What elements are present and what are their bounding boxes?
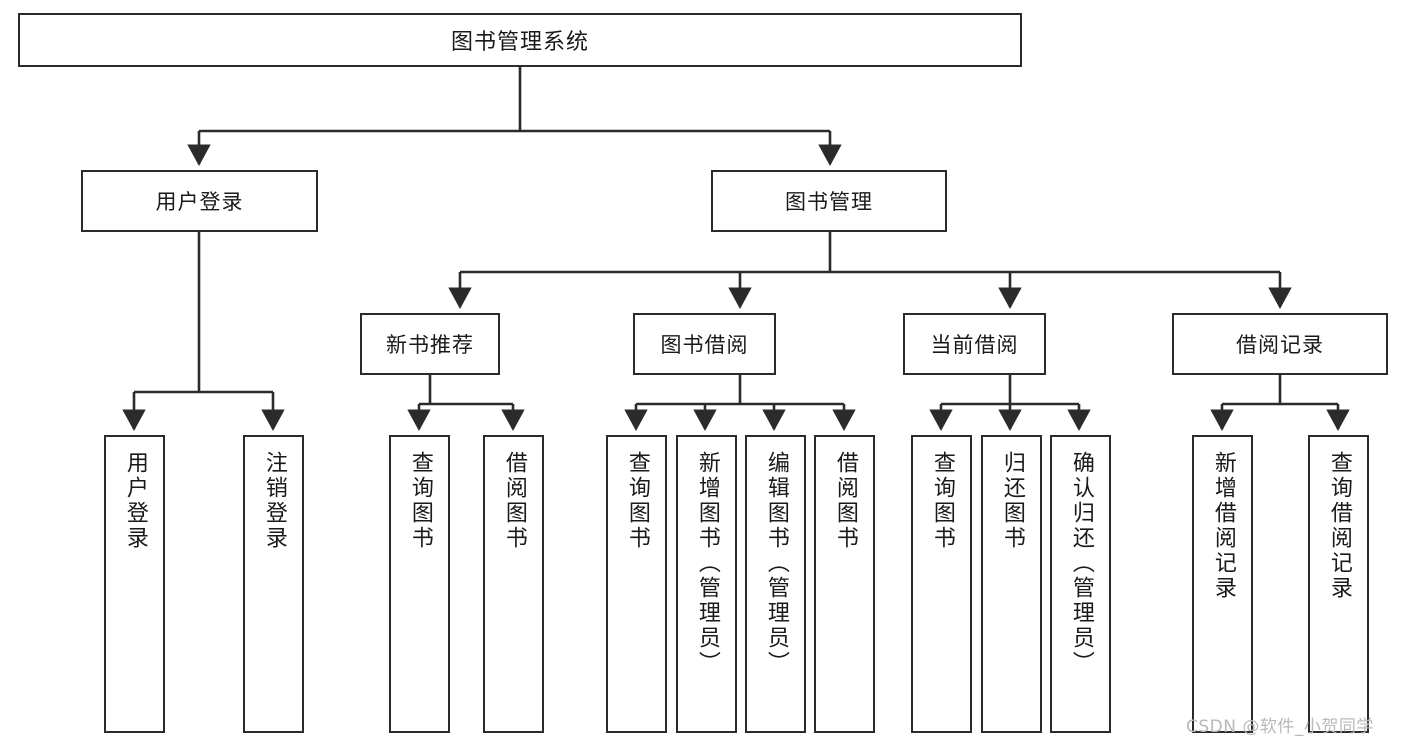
leaf-label: 查询图书: [624, 451, 650, 551]
node-user-login[interactable]: 用户登录: [81, 170, 318, 232]
node-label: 图书管理: [785, 190, 873, 214]
leaf-book-borrow-edit-book-admin[interactable]: 编辑图书（管理员）: [745, 435, 806, 733]
leaf-label: 查询图书: [929, 451, 955, 551]
leaf-new-book-query-book[interactable]: 查询图书: [389, 435, 450, 733]
leaf-current-borrow-confirm-return-admin[interactable]: 确认归还（管理员）: [1050, 435, 1111, 733]
leaf-current-borrow-return-book[interactable]: 归还图书: [981, 435, 1042, 733]
leaf-label: 新增借阅记录: [1210, 451, 1236, 601]
leaf-book-borrow-add-book-admin[interactable]: 新增图书（管理员）: [676, 435, 737, 733]
leaf-label: 注销登录: [261, 451, 287, 551]
node-new-book-recommend[interactable]: 新书推荐: [360, 313, 500, 375]
watermark-text: CSDN @软件_小贺同学: [1186, 717, 1374, 737]
node-book-management[interactable]: 图书管理: [711, 170, 947, 232]
node-borrow-record[interactable]: 借阅记录: [1172, 313, 1388, 375]
node-current-borrow[interactable]: 当前借阅: [903, 313, 1046, 375]
leaf-label: 确认归还（管理员）: [1068, 451, 1094, 676]
node-label: 借阅记录: [1236, 333, 1324, 357]
leaf-user-login-login[interactable]: 用户登录: [104, 435, 165, 733]
leaf-label: 编辑图书（管理员）: [763, 451, 789, 676]
leaf-label: 借阅图书: [501, 451, 527, 551]
leaf-label: 查询借阅记录: [1326, 451, 1352, 601]
node-book-borrow[interactable]: 图书借阅: [633, 313, 776, 375]
leaf-label: 归还图书: [999, 451, 1025, 551]
node-label: 当前借阅: [930, 333, 1019, 357]
leaf-label: 新增图书（管理员）: [694, 451, 720, 676]
leaf-book-borrow-borrow-book[interactable]: 借阅图书: [814, 435, 875, 733]
leaf-current-borrow-query-book[interactable]: 查询图书: [911, 435, 972, 733]
leaf-label: 借阅图书: [832, 451, 858, 551]
node-label: 新书推荐: [386, 333, 474, 357]
node-label: 图书借阅: [660, 333, 749, 357]
leaf-new-book-borrow-book[interactable]: 借阅图书: [483, 435, 544, 733]
leaf-user-login-logout[interactable]: 注销登录: [243, 435, 304, 733]
node-label: 用户登录: [155, 190, 244, 214]
leaf-label: 用户登录: [122, 451, 148, 551]
leaf-label: 查询图书: [407, 451, 433, 551]
leaf-borrow-record-query-record[interactable]: 查询借阅记录: [1308, 435, 1369, 733]
node-root-library-system[interactable]: 图书管理系统: [18, 13, 1022, 67]
leaf-borrow-record-add-record[interactable]: 新增借阅记录: [1192, 435, 1253, 733]
leaf-book-borrow-query-book[interactable]: 查询图书: [606, 435, 667, 733]
node-label: 图书管理系统: [450, 30, 589, 55]
